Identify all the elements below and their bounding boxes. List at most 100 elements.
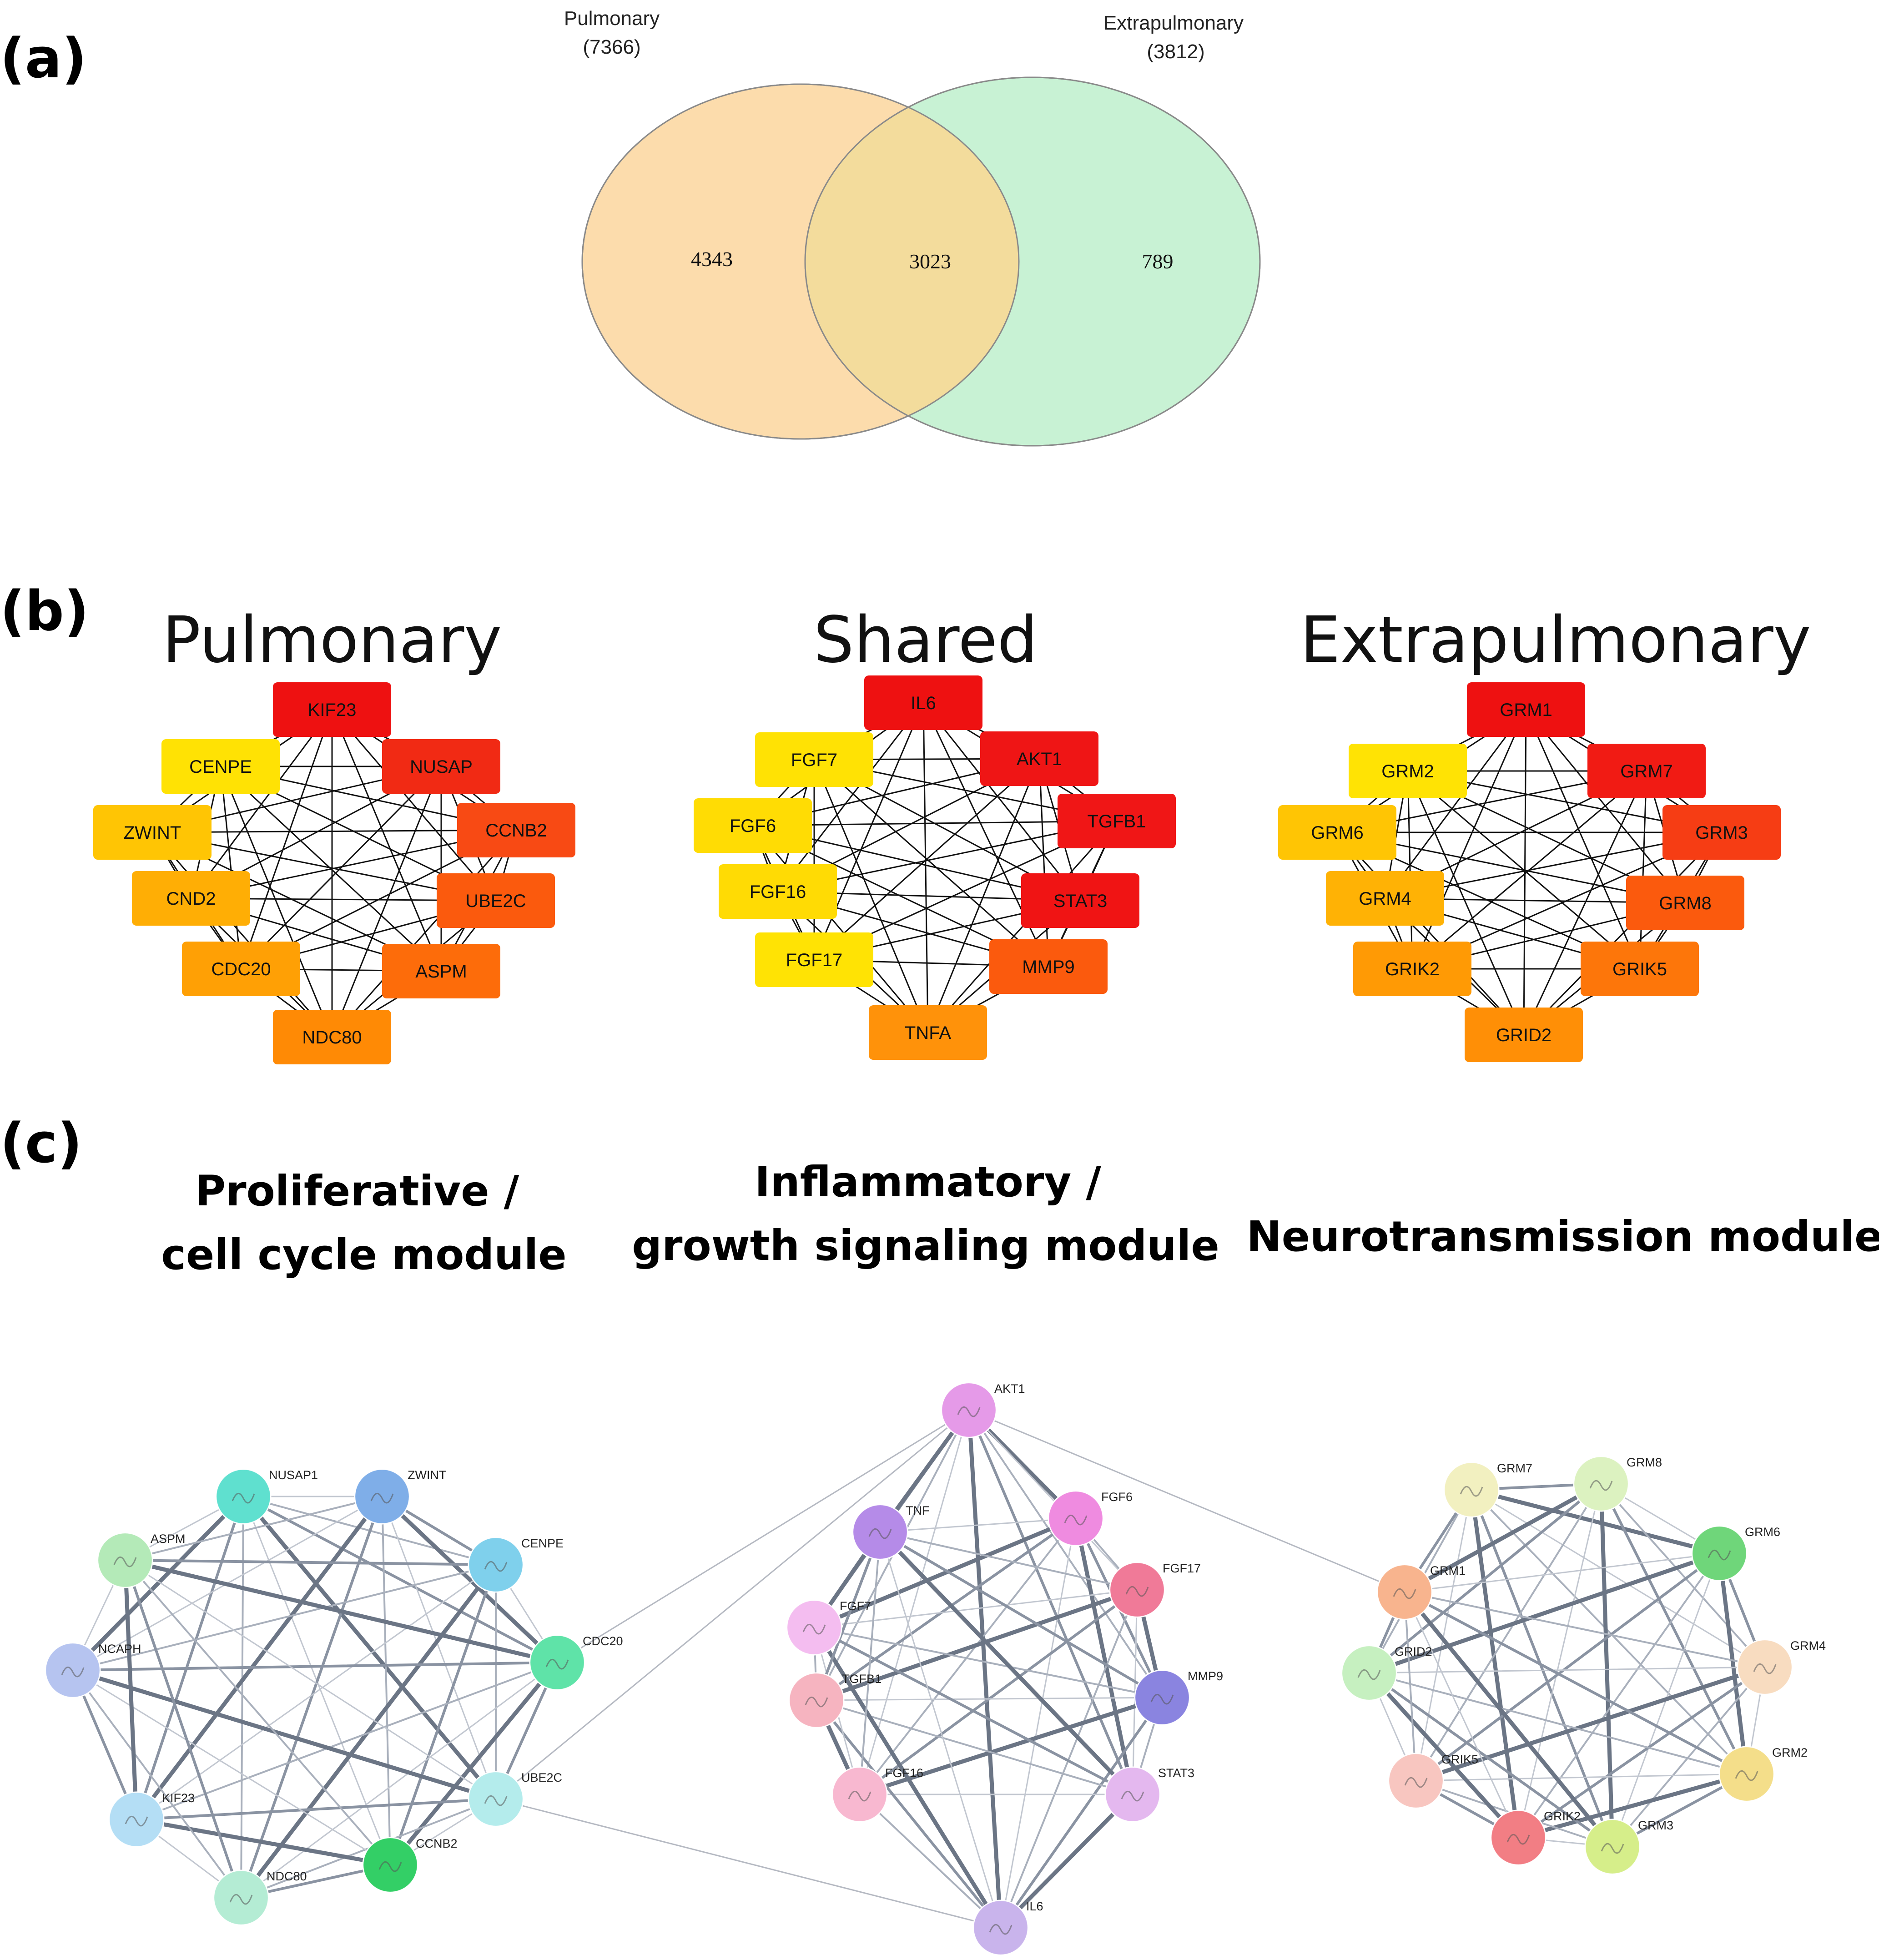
hub-node-box bbox=[273, 682, 391, 737]
module-cross-edge bbox=[495, 1798, 1001, 1929]
module-node-ring bbox=[1720, 1747, 1773, 1801]
module-node-circle bbox=[529, 1634, 585, 1691]
hub-node-cnd2: CND2 bbox=[132, 871, 250, 926]
module-edge bbox=[999, 1696, 1164, 1929]
hub-node-box bbox=[457, 803, 575, 857]
module-edge bbox=[241, 1494, 498, 1801]
module-edge bbox=[134, 1817, 393, 1867]
venn-outline-extrapulmonary bbox=[804, 76, 1261, 447]
hub-node-grid2: GRID2 bbox=[1465, 1008, 1583, 1062]
hub-title: Shared bbox=[814, 603, 1038, 677]
hub-node-label: FGF16 bbox=[750, 882, 806, 902]
module-node-ring bbox=[355, 1470, 409, 1523]
module-node-ring bbox=[1586, 1820, 1639, 1874]
module-node-label: IL6 bbox=[1026, 1900, 1043, 1913]
protein-structure-icon bbox=[378, 1861, 402, 1872]
hub-edge bbox=[220, 766, 333, 1038]
module-edge bbox=[1600, 1483, 1766, 1668]
hub-node-grm7: GRM7 bbox=[1587, 744, 1706, 798]
module-node-ring bbox=[1106, 1768, 1159, 1821]
protein-structure-icon bbox=[1506, 1834, 1530, 1845]
module-node-ndc80: NDC80 bbox=[213, 1869, 307, 1926]
module-node-label: MMP9 bbox=[1188, 1669, 1223, 1683]
hub-node-ndc80: NDC80 bbox=[273, 1010, 391, 1064]
hub-node-box bbox=[1626, 876, 1744, 930]
protein-structure-icon bbox=[1589, 1480, 1613, 1491]
module-node-label: AKT1 bbox=[994, 1382, 1025, 1396]
hub-node-label: CCNB2 bbox=[485, 821, 547, 841]
module-node-label: NUSAP1 bbox=[269, 1468, 318, 1482]
module-edge bbox=[136, 1564, 497, 1820]
module-edge bbox=[1000, 1589, 1138, 1929]
module-node-label: GRM2 bbox=[1772, 1746, 1808, 1759]
hub-node-box bbox=[869, 1005, 987, 1060]
hub-edge bbox=[331, 709, 442, 972]
module-edge bbox=[134, 1494, 384, 1822]
module-node-label: ZWINT bbox=[408, 1468, 446, 1482]
protein-structure-icon bbox=[1357, 1669, 1381, 1680]
module-node-ring bbox=[790, 1673, 843, 1727]
module-cross-edge bbox=[968, 1409, 1405, 1593]
protein-structure-icon bbox=[1753, 1663, 1777, 1674]
module-node-ring bbox=[787, 1601, 841, 1654]
module-edge bbox=[812, 1625, 1003, 1930]
hub-node-label: GRM7 bbox=[1620, 761, 1673, 781]
hub-node-grik5: GRIK5 bbox=[1581, 942, 1699, 996]
module-node-circle bbox=[1737, 1639, 1793, 1695]
module-node-circle bbox=[468, 1537, 524, 1593]
hub-node-tgfb1: TGFB1 bbox=[1058, 794, 1176, 848]
module-node-circle bbox=[1048, 1490, 1104, 1547]
protein-structure-icon bbox=[1393, 1588, 1416, 1599]
hub-edge bbox=[1525, 709, 1641, 969]
module-edge bbox=[72, 1564, 497, 1671]
module-edge bbox=[381, 1496, 391, 1866]
hub-node-label: GRM1 bbox=[1500, 700, 1552, 720]
module-node-circle bbox=[852, 1504, 908, 1560]
hub-node-label: IL6 bbox=[911, 693, 936, 713]
module-edge bbox=[123, 1558, 559, 1665]
module-node-ring bbox=[110, 1793, 163, 1846]
hub-node-box bbox=[273, 1010, 391, 1064]
module-node-label: TGFB1 bbox=[842, 1672, 882, 1686]
module-node-circle bbox=[1104, 1766, 1161, 1823]
venn-count-shared: 3023 bbox=[909, 250, 951, 273]
module-node-circle bbox=[97, 1532, 153, 1588]
module-edge bbox=[1415, 1552, 1721, 1782]
module-node-ring bbox=[1574, 1457, 1628, 1511]
module-node-label: KIF23 bbox=[162, 1791, 195, 1805]
module-node-il6: IL6 bbox=[972, 1900, 1043, 1956]
protein-structure-icon bbox=[61, 1667, 85, 1678]
module-edge bbox=[71, 1668, 498, 1801]
hub-node-label: FGF6 bbox=[730, 816, 776, 836]
hub-edge bbox=[927, 758, 1040, 1033]
module-edge bbox=[1612, 1666, 1766, 1848]
module-edge bbox=[813, 1626, 1134, 1796]
hub-node-box bbox=[989, 939, 1108, 994]
module-edge bbox=[968, 1409, 1163, 1698]
module-edge bbox=[813, 1627, 1163, 1698]
module-node-circle bbox=[1388, 1753, 1444, 1809]
protein-structure-icon bbox=[125, 1816, 148, 1827]
protein-structure-icon bbox=[1460, 1486, 1483, 1497]
module-node-ring bbox=[974, 1901, 1028, 1955]
module-edge bbox=[124, 1496, 383, 1561]
hub-node-grm2: GRM2 bbox=[1349, 744, 1467, 798]
hub-node-label: ZWINT bbox=[124, 823, 181, 843]
module-edge bbox=[124, 1559, 391, 1866]
module-edge bbox=[71, 1494, 246, 1673]
protein-structure-icon bbox=[484, 1561, 508, 1572]
hub-title: Extrapulmonary bbox=[1300, 603, 1811, 677]
module-node-nusap1: NUSAP1 bbox=[215, 1468, 318, 1525]
module-node-ring bbox=[98, 1533, 152, 1587]
module-edge bbox=[1415, 1773, 1748, 1782]
module-node-ccnb2: CCNB2 bbox=[362, 1837, 458, 1893]
panel-label-b: (b) bbox=[0, 580, 89, 643]
hub-title: Pulmonary bbox=[162, 603, 502, 677]
module-node-circle bbox=[831, 1766, 888, 1823]
module-node-ube2c: UBE2C bbox=[468, 1771, 562, 1827]
module-node-label: GRM6 bbox=[1745, 1525, 1780, 1539]
hub-edge bbox=[922, 702, 929, 1033]
hub-node-box bbox=[1581, 942, 1699, 996]
hub-node-label: CENPE bbox=[189, 757, 252, 777]
